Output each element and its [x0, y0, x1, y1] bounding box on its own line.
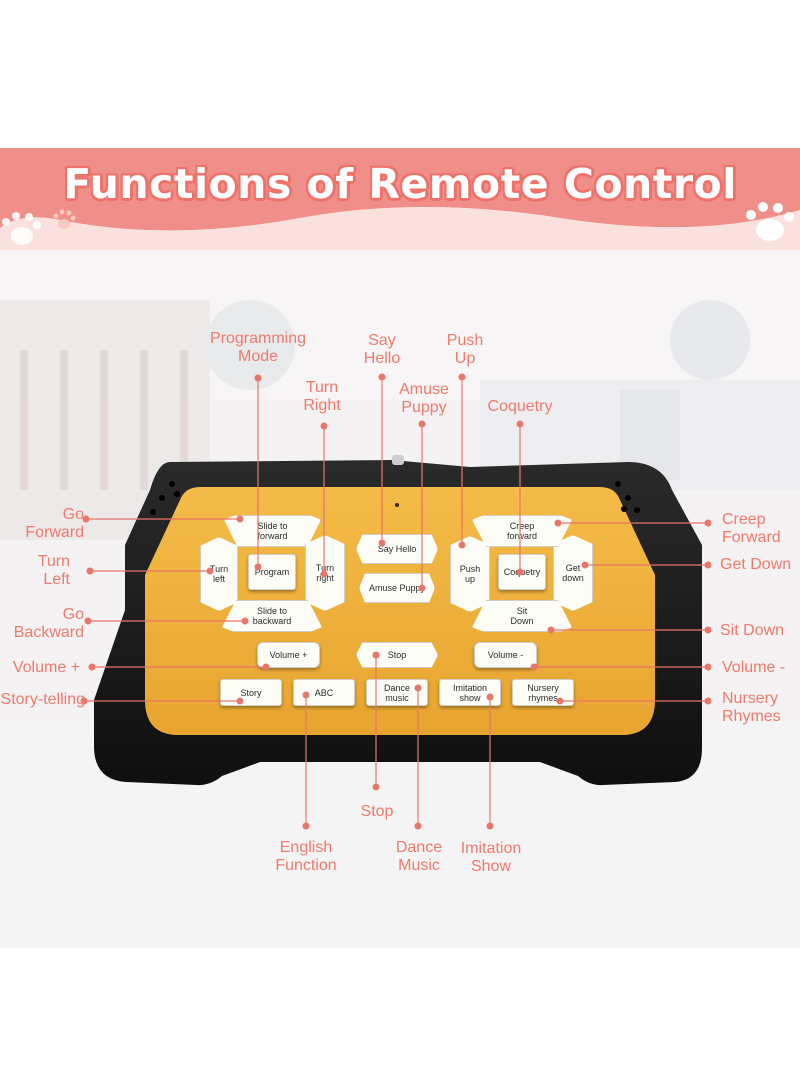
- callout-say-hello: Say Hello: [363, 332, 401, 367]
- creep-forward-button[interactable]: Creep forward: [472, 515, 572, 547]
- dance-music-button[interactable]: Dance music: [366, 679, 428, 706]
- callout-stop: Stop: [360, 803, 394, 820]
- stop-button[interactable]: Stop: [356, 642, 438, 668]
- turn-right-button[interactable]: Turn right: [305, 535, 345, 611]
- slide-backward-button[interactable]: Slide to backward: [222, 600, 322, 632]
- callout-volume-minus: Volume -: [722, 659, 786, 676]
- callout-amuse-puppy: Amuse Puppy: [399, 381, 449, 416]
- page-title: Functions of Remote Control: [63, 160, 737, 208]
- callout-coquetry: Coquetry: [487, 398, 553, 415]
- speaker-holes-left: [150, 481, 180, 515]
- turn-left-button[interactable]: Turn left: [200, 537, 238, 611]
- callout-dance-music: Dance Music: [395, 839, 443, 874]
- callout-imitation-show: Imitation Show: [460, 840, 522, 875]
- abc-button[interactable]: ABC: [293, 679, 355, 706]
- story-button[interactable]: Story: [220, 679, 282, 706]
- callout-nursery-rhymes: Nursery Rhymes: [722, 690, 781, 725]
- callout-push-up: Push Up: [446, 332, 484, 367]
- push-up-button[interactable]: Push up: [450, 536, 490, 612]
- get-down-button[interactable]: Get down: [553, 535, 593, 611]
- say-hello-button[interactable]: Say Hello: [356, 534, 438, 564]
- coquetry-button[interactable]: Coquetry: [498, 554, 546, 590]
- program-button[interactable]: Program: [248, 554, 296, 590]
- paw-icon: [746, 202, 794, 241]
- callout-go-forward: Go Forward: [25, 506, 84, 541]
- nursery-rhymes-button[interactable]: Nursery rhymes: [512, 679, 574, 706]
- paw-icon: [53, 209, 76, 229]
- callout-get-down: Get Down: [720, 556, 792, 573]
- callout-programming-mode: Programming Mode: [209, 330, 307, 365]
- callout-turn-right: Turn Right: [303, 379, 341, 414]
- volume-minus-button[interactable]: Volume -: [474, 642, 537, 668]
- callout-go-backward: Go Backward: [13, 606, 84, 641]
- callout-creep-forward: Creep Forward: [722, 511, 781, 546]
- volume-plus-button[interactable]: Volume +: [257, 642, 320, 668]
- remote-panel: [145, 487, 655, 735]
- title-banner: [0, 148, 800, 250]
- callout-english-function: English Function: [275, 839, 337, 874]
- callout-story-telling: Story-telling: [0, 691, 85, 708]
- callout-sit-down: Sit Down: [720, 622, 785, 639]
- callout-volume-plus: Volume +: [12, 659, 80, 676]
- amuse-puppy-button[interactable]: Amuse Puppy: [359, 573, 435, 603]
- callout-turn-left: Turn Left: [37, 553, 70, 588]
- paw-icon: [2, 212, 41, 245]
- imitation-show-button[interactable]: Imitation show: [439, 679, 501, 706]
- sit-down-button[interactable]: Sit Down: [472, 600, 572, 632]
- paw-decorations: [2, 202, 794, 245]
- speaker-holes-right: [615, 481, 640, 513]
- slide-forward-button[interactable]: Slide to forward: [224, 515, 321, 547]
